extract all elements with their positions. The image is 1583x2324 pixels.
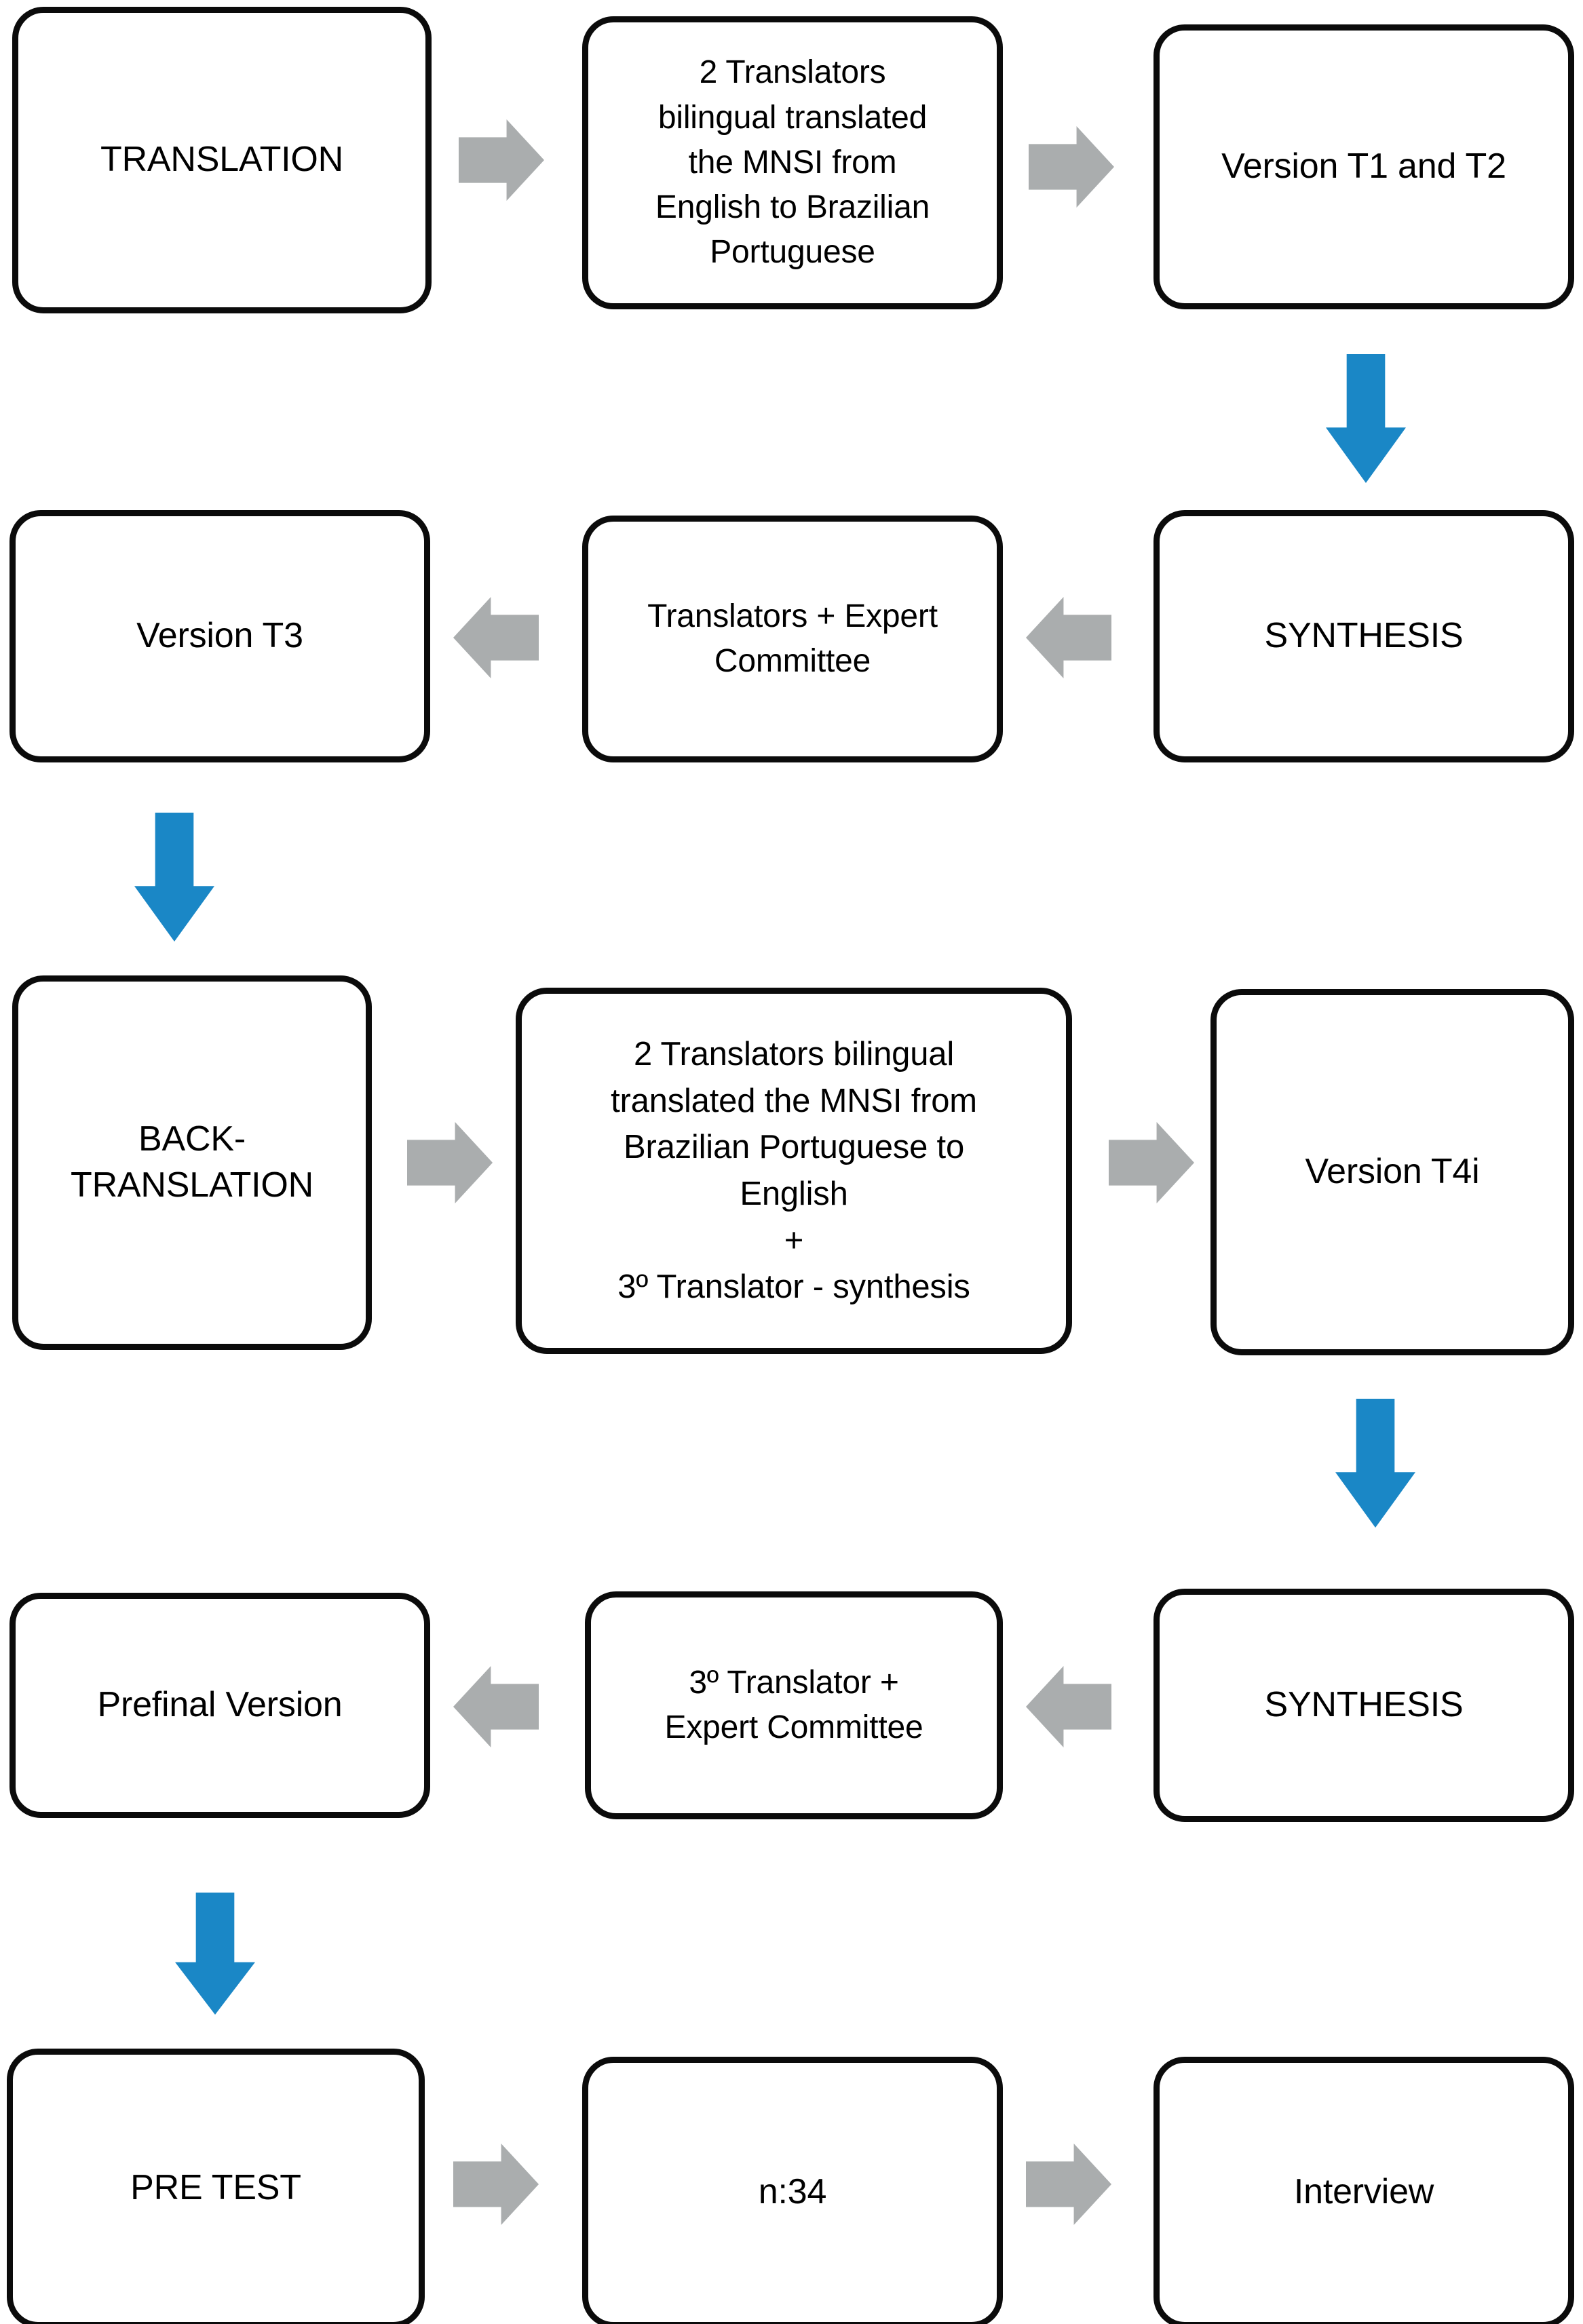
- arrow-synthesis2-to-committee2: [1026, 1666, 1111, 1747]
- node-translation-detail: 2 Translators bilingual translated the M…: [582, 16, 1003, 309]
- arrow-translation-to-detail: [459, 119, 544, 201]
- node-version-t4i: Version T4i: [1210, 989, 1574, 1355]
- node-label: Version T3: [136, 616, 303, 656]
- node-label: 2 Translators bilingual translated the M…: [655, 54, 930, 271]
- node-label: PRE TEST: [130, 2168, 301, 2208]
- node-label: Translators + Expert Committee: [647, 598, 938, 679]
- arrow-committee2-to-prefinal: [453, 1666, 539, 1747]
- node-version-t1-t2: Version T1 and T2: [1153, 24, 1574, 309]
- node-pre-test-sample: n:34: [582, 2057, 1003, 2324]
- arrow-detail-to-t1t2: [1029, 126, 1114, 208]
- flow-down-arrow-1: [1326, 354, 1406, 483]
- node-label: 2 Translators bilingual translated the M…: [611, 1036, 977, 1306]
- node-translators-expert-committee: Translators + Expert Committee: [582, 516, 1003, 762]
- node-label: Version T4i: [1305, 1152, 1480, 1192]
- node-label: n:34: [758, 2172, 827, 2212]
- node-label: Prefinal Version: [97, 1685, 343, 1725]
- node-pre-test-label: PRE TEST: [7, 2049, 425, 2324]
- node-back-translation-detail: 2 Translators bilingual translated the M…: [516, 988, 1072, 1354]
- flow-down-arrow-2: [134, 813, 214, 942]
- arrow-committee-to-t3: [453, 597, 539, 678]
- arrow-sample-to-interview: [1026, 2144, 1111, 2225]
- node-version-t3: Version T3: [9, 510, 430, 762]
- node-label: Interview: [1293, 2172, 1434, 2212]
- node-back-translation-label: BACK- TRANSLATION: [12, 975, 372, 1350]
- node-label: Version T1 and T2: [1221, 147, 1506, 187]
- arrow-backtranslation-to-detail: [407, 1122, 493, 1203]
- arrow-detail-to-t4i: [1109, 1122, 1194, 1203]
- arrow-synthesis-to-committee: [1026, 597, 1111, 678]
- node-translation-label: TRANSLATION: [12, 7, 432, 313]
- node-pre-test-method: Interview: [1153, 2057, 1574, 2324]
- node-label: TRANSLATION: [100, 140, 343, 180]
- node-third-translator-expert-committee: 3º Translator + Expert Committee: [585, 1591, 1003, 1819]
- node-label: SYNTHESIS: [1264, 616, 1464, 656]
- node-prefinal-version: Prefinal Version: [9, 1593, 430, 1818]
- flow-down-arrow-3: [1335, 1399, 1415, 1528]
- arrow-pretest-to-sample: [453, 2144, 539, 2225]
- flow-down-arrow-4: [175, 1893, 255, 2015]
- node-label: 3º Translator + Expert Committee: [664, 1664, 923, 1745]
- node-label: SYNTHESIS: [1264, 1685, 1464, 1725]
- node-label: BACK- TRANSLATION: [71, 1119, 313, 1205]
- node-synthesis-1: SYNTHESIS: [1153, 510, 1574, 762]
- node-synthesis-2: SYNTHESIS: [1153, 1589, 1574, 1822]
